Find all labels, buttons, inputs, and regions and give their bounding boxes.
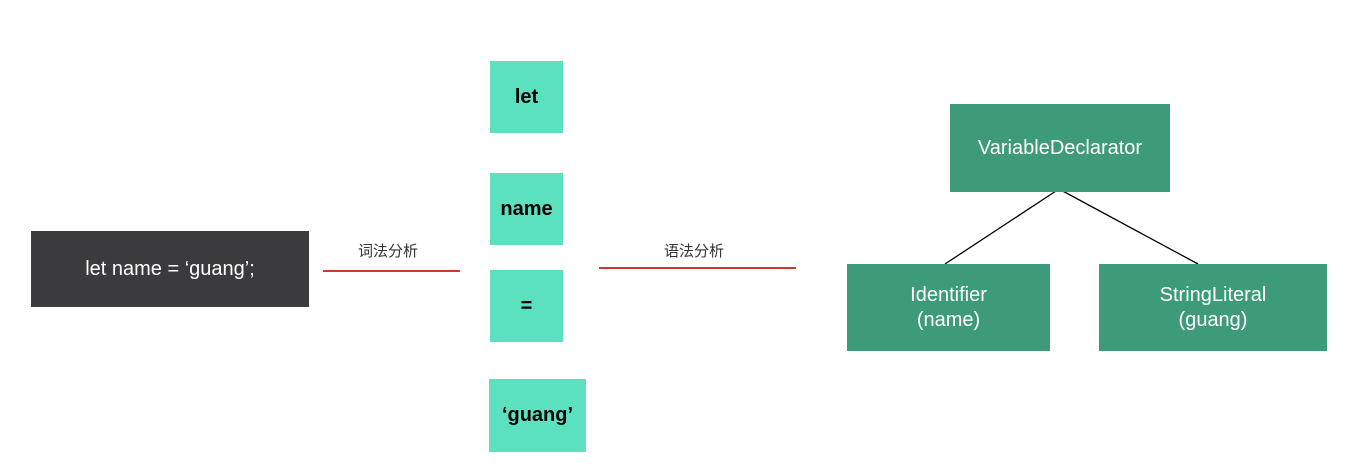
token-let: let <box>490 61 563 133</box>
lexical-analysis-label: 词法分析 <box>358 242 419 260</box>
ast-node-identifier: Identifier (name) <box>847 264 1050 351</box>
token-equals: = <box>490 270 563 342</box>
source-code-box: let name = ‘guang’; <box>31 231 309 307</box>
token-name: name <box>490 173 563 245</box>
ast-node-identifier-value: (name) <box>916 308 981 331</box>
ast-node-identifier-type: Identifier <box>910 283 987 306</box>
ast-node-string-literal-value: (guang) <box>1178 308 1248 331</box>
token-let-text: let <box>514 85 539 108</box>
token-guang-text: ‘guang’ <box>501 404 574 426</box>
ast-node-variable-declarator-text: VariableDeclarator <box>977 136 1143 159</box>
syntax-analysis-label: 语法分析 <box>664 242 725 260</box>
ast-edge-right <box>1058 188 1199 265</box>
token-equals-text: = <box>520 294 533 317</box>
token-name-text: name <box>500 197 553 220</box>
syntax-analysis-line <box>599 267 796 269</box>
ast-node-string-literal-type: StringLiteral <box>1159 283 1267 306</box>
ast-node-variable-declarator: VariableDeclarator <box>950 104 1170 192</box>
lexical-analysis-line <box>323 270 460 272</box>
token-guang: ‘guang’ <box>489 379 586 452</box>
source-code-text: let name = ‘guang’; <box>85 257 255 280</box>
ast-node-string-literal: StringLiteral (guang) <box>1099 264 1327 351</box>
ast-edge-left <box>944 188 1060 265</box>
